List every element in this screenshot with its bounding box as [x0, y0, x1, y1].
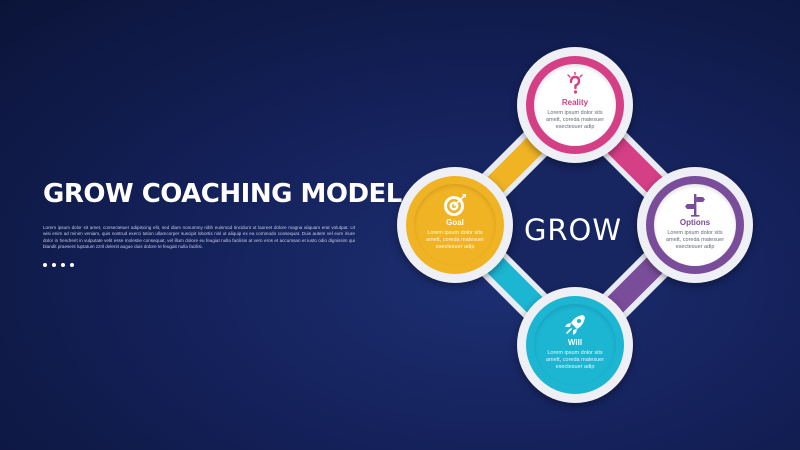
dot-3 — [61, 263, 65, 267]
question-mark-icon — [534, 72, 616, 98]
face-reality: Reality Lorem ipsum dolor sits amett, co… — [534, 64, 616, 146]
target-icon — [414, 192, 496, 218]
pagination-dots — [43, 263, 74, 267]
desc-reality: Lorem ipsum dolor sits amett, coreda mat… — [545, 110, 605, 130]
description-paragraph: Lorem ipsum dolor sit amet, consectetuer… — [43, 225, 355, 249]
rocket-icon — [534, 312, 616, 338]
node-goal: Goal Lorem ipsum dolor sits amett, cored… — [397, 167, 513, 283]
face-will: Will Lorem ipsum dolor sits amett, cored… — [534, 304, 616, 386]
node-will: Will Lorem ipsum dolor sits amett, cored… — [517, 287, 633, 403]
desc-options: Lorem ipsum dolor sits amett, coreda mat… — [665, 230, 725, 250]
label-goal: Goal — [446, 218, 464, 227]
dot-4 — [70, 263, 74, 267]
diamond-center — [478, 128, 672, 322]
dot-1 — [43, 263, 47, 267]
signpost-icon — [654, 192, 736, 218]
face-goal: Goal Lorem ipsum dolor sits amett, cored… — [414, 184, 496, 266]
dot-2 — [52, 263, 56, 267]
page-title: GROW COACHING MODEL — [43, 179, 402, 209]
desc-goal: Lorem ipsum dolor sits amett, coreda mat… — [425, 230, 485, 250]
desc-will: Lorem ipsum dolor sits amett, coreda mat… — [545, 350, 605, 370]
label-will: Will — [567, 338, 583, 347]
label-reality: Reality — [561, 98, 589, 107]
node-reality: Reality Lorem ipsum dolor sits amett, co… — [517, 47, 633, 163]
face-options: Options Lorem ipsum dolor sits amett, co… — [654, 184, 736, 266]
label-options: Options — [679, 218, 711, 227]
center-label: GROW — [523, 213, 623, 247]
node-options: Options Lorem ipsum dolor sits amett, co… — [637, 167, 753, 283]
